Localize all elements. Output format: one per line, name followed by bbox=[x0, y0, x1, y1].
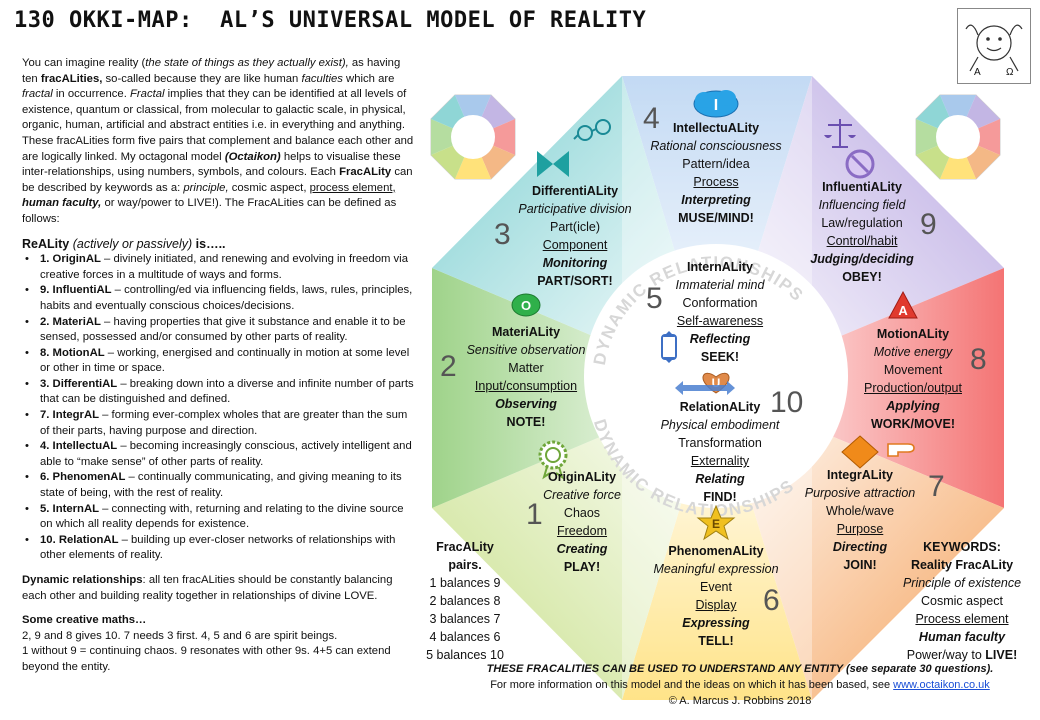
logo-alpha: A bbox=[974, 67, 981, 78]
rosette-icon bbox=[538, 440, 568, 480]
sector-phenomenal bbox=[622, 388, 812, 700]
diamond-icon bbox=[841, 435, 879, 469]
definition-item: 2. MateriAL – having properties that giv… bbox=[22, 315, 418, 346]
vertical-arrows-icon bbox=[661, 331, 677, 363]
definition-item: 4. IntellectuAL – becoming increasingly … bbox=[22, 439, 418, 470]
number-7: 7 bbox=[928, 470, 945, 503]
footer-copyright: © A. Marcus J. Robbins 2018 bbox=[668, 695, 812, 707]
mini-octaikon-right bbox=[915, 94, 1001, 180]
website-link[interactable]: www.octaikon.co.uk bbox=[893, 679, 990, 691]
keywords-process: Process element bbox=[915, 612, 1009, 626]
keywords-principle: Principle of existence bbox=[902, 576, 1022, 590]
mini-octaikon-left bbox=[430, 94, 516, 180]
maths-line-1: 2, 9 and 8 gives 10. 7 needs 3 first. 4,… bbox=[22, 629, 338, 642]
pointing-hand-icon bbox=[887, 443, 915, 457]
pairs-row: 4 balances 6 bbox=[429, 630, 501, 644]
svg-text:E: E bbox=[712, 517, 720, 531]
definition-item: 1. OriginAL – divinely initiated, and re… bbox=[22, 252, 418, 283]
no-entry-icon bbox=[845, 149, 875, 179]
footer-note: THESE FRACALITIES CAN BE USED TO UNDERST… bbox=[486, 663, 994, 675]
definitions-list: 1. OriginAL – divinely initiated, and re… bbox=[22, 252, 418, 564]
bowtie-icon bbox=[537, 151, 569, 177]
number-6: 6 bbox=[763, 584, 780, 617]
number-8: 8 bbox=[970, 343, 987, 376]
definition-item: 10. RelationAL – building up ever-closer… bbox=[22, 533, 418, 564]
number-10: 10 bbox=[770, 386, 804, 419]
number-5: 5 bbox=[646, 282, 663, 315]
sector-intellectual bbox=[622, 76, 812, 388]
pairs-row: 1 balances 9 bbox=[429, 576, 501, 590]
pairs-row: 3 balances 7 bbox=[429, 612, 501, 626]
pairs-row: 5 balances 10 bbox=[426, 648, 504, 662]
keywords-heading: KEYWORDS: bbox=[923, 540, 1001, 554]
keywords-power: Power/way to LIVE! bbox=[906, 648, 1018, 662]
page-title: 130 OKKI-MAP: AL’S UNIVERSAL MODEL OF RE… bbox=[14, 8, 647, 33]
dynamic-relationships-note: Dynamic relationships: all ten fracALiti… bbox=[22, 574, 393, 602]
definition-item: 7. IntegrAL – forming ever-complex whole… bbox=[22, 408, 418, 439]
number-1: 1 bbox=[526, 498, 543, 531]
reality-heading: ReALity (actively or passively) is….. bbox=[22, 236, 226, 251]
star-e-icon: E bbox=[696, 504, 736, 541]
pairs-heading-2: pairs. bbox=[448, 558, 482, 572]
definition-item: 5. InternAL – connecting with, returning… bbox=[22, 502, 418, 533]
sector-material bbox=[432, 268, 716, 508]
alpha-omega-logo: A Ω bbox=[957, 8, 1031, 84]
green-circle-icon: O bbox=[511, 293, 541, 317]
intro-column: You can imagine reality (the state of th… bbox=[22, 56, 418, 676]
intro-paragraph: You can imagine reality (the state of th… bbox=[22, 57, 414, 225]
pairs-heading-1: FracALity bbox=[436, 540, 494, 554]
keywords-faculty: Human faculty bbox=[918, 630, 1006, 644]
footer-info: For more information on this model and t… bbox=[490, 679, 990, 691]
horizontal-arrows-icon bbox=[675, 381, 735, 395]
red-triangle-icon: A bbox=[888, 290, 918, 319]
number-4: 4 bbox=[643, 102, 660, 135]
glasses-icon bbox=[573, 119, 611, 141]
definition-item: 3. DifferentiAL – breaking down into a d… bbox=[22, 377, 418, 408]
pairs-row: 2 balances 8 bbox=[429, 594, 501, 608]
number-9: 9 bbox=[920, 208, 937, 241]
svg-text:I: I bbox=[714, 97, 718, 114]
sector-motional bbox=[716, 268, 1004, 508]
keywords-cosmic: Cosmic aspect bbox=[921, 594, 1003, 608]
svg-text:U: U bbox=[712, 376, 721, 390]
number-2: 2 bbox=[440, 350, 457, 383]
maths-line-2: 1 without 9 = continuing chaos. 9 resona… bbox=[22, 645, 391, 673]
keywords-reality: Reality FracALity bbox=[910, 558, 1014, 572]
number-3: 3 bbox=[494, 218, 511, 251]
cloud-icon: I bbox=[693, 90, 739, 118]
svg-text:O: O bbox=[521, 298, 531, 313]
fracality-pairs: FracALity pairs. 1 balances 9 2 balances… bbox=[425, 538, 505, 664]
maths-heading: Some creative maths… bbox=[22, 614, 147, 627]
svg-text:A: A bbox=[898, 303, 908, 318]
definition-item: 8. MotionAL – working, energised and con… bbox=[22, 346, 418, 377]
scales-icon bbox=[824, 119, 856, 148]
keywords-legend: KEYWORDS: Reality FracALity Principle of… bbox=[893, 538, 1031, 664]
definition-item: 9. InfluentiAL – controlling/ed via infl… bbox=[22, 283, 418, 314]
definition-item: 6. PhenomenAL – continually communicatin… bbox=[22, 470, 418, 501]
logo-omega: Ω bbox=[1006, 67, 1014, 78]
